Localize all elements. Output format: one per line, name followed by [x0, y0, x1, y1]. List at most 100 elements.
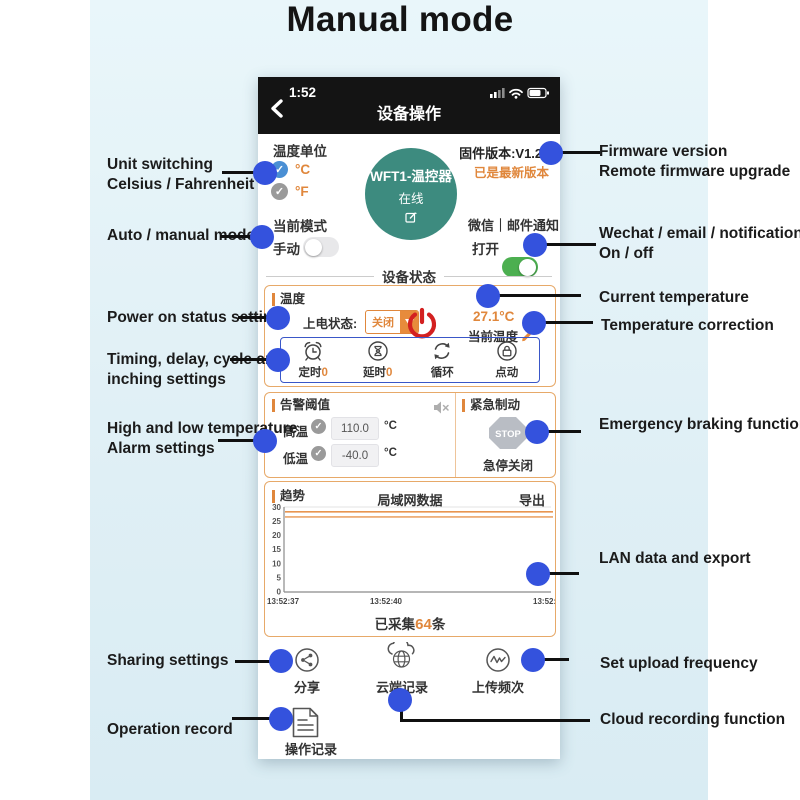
- connector-line: [551, 151, 600, 154]
- inching-label: 点动: [495, 367, 519, 379]
- back-button[interactable]: [270, 99, 283, 118]
- y-tick: 5: [277, 574, 282, 583]
- celsius-label: °C: [295, 162, 311, 177]
- operation-record-label: 操作记录: [284, 742, 337, 757]
- annotation-dot-record: [269, 707, 293, 731]
- cycle-button[interactable]: 循环: [410, 338, 475, 382]
- upload-frequency-button[interactable]: [486, 648, 510, 672]
- wifi-icon: [509, 88, 523, 99]
- current-mode-label: 当前模式: [273, 219, 327, 234]
- unit-section-label: 温度单位: [273, 144, 327, 159]
- low-temp-label: 低温: [283, 452, 309, 466]
- signal-bars-icon: [490, 88, 505, 98]
- timer-button[interactable]: 定时0: [281, 338, 346, 382]
- share-label: 分享: [293, 680, 320, 695]
- notify-value: 打开: [472, 242, 499, 257]
- inching-button[interactable]: 点动: [475, 338, 540, 382]
- wave-icon: [490, 655, 506, 664]
- annotation-current-temperature: Current temperature: [599, 289, 749, 306]
- annotation-dot-unit: [253, 161, 277, 185]
- trend-box: 趋势 局域网数据 导出 30 25 20 15 10 5 0 13:52:37 …: [264, 481, 556, 637]
- fahrenheit-radio[interactable]: ✓: [271, 183, 288, 200]
- export-button[interactable]: 导出: [518, 493, 545, 508]
- emergency-caption: 急停关闭: [482, 459, 533, 473]
- fahrenheit-label: °F: [295, 184, 309, 199]
- operation-record-button[interactable]: [292, 707, 319, 738]
- low-temp-input[interactable]: -40.0: [331, 444, 379, 467]
- x-tick: 13:52:37: [267, 597, 300, 606]
- connector-line: [534, 321, 593, 324]
- phone-screenshot: 1:52 设备操作 温度单位 ✓ °C ✓: [258, 77, 560, 759]
- low-temp-unit: °C: [384, 447, 397, 459]
- connector-line: [538, 572, 579, 575]
- x-tick: 13:52:4: [533, 597, 555, 606]
- cloud-record-button[interactable]: [385, 642, 419, 669]
- annotation-dot-temp-correction: [522, 311, 546, 335]
- power-state-value: 关闭: [372, 317, 394, 329]
- emergency-label: 紧急制动: [462, 399, 520, 412]
- high-temp-label: 高温: [283, 425, 309, 439]
- mute-icon[interactable]: [433, 400, 450, 415]
- delay-label: 延时: [363, 367, 387, 379]
- y-tick: 15: [272, 545, 281, 554]
- share-button[interactable]: [295, 648, 319, 672]
- annotation-sharing-settings: Sharing settings: [107, 652, 229, 669]
- back-chevron-icon: [271, 99, 283, 118]
- status-time: 1:52: [289, 85, 317, 100]
- cycle-arrows-icon: [434, 342, 450, 360]
- device-name: WFT1-温控器: [370, 169, 452, 184]
- collected-suffix: 条: [431, 617, 446, 632]
- annotation-dot-lan: [526, 562, 550, 586]
- connector-line: [533, 658, 569, 661]
- connector-line: [222, 171, 266, 174]
- timer-value: 0: [321, 367, 328, 379]
- alarm-clock-icon: [304, 341, 322, 361]
- annotation-dot-cloud: [388, 688, 412, 712]
- globe-icon: [392, 650, 411, 668]
- low-temp-check[interactable]: ✓: [311, 446, 326, 461]
- y-tick: 25: [272, 517, 281, 526]
- annotation-dot-upload: [521, 648, 545, 672]
- collected-count: 64: [415, 616, 432, 633]
- status-icons: [490, 87, 549, 99]
- trend-label: 趋势: [272, 490, 305, 503]
- power-button[interactable]: [404, 306, 440, 342]
- connector-line: [230, 358, 279, 361]
- device-state-label: 设备状态: [382, 270, 436, 285]
- device-online-status: 在线: [398, 192, 424, 206]
- alarm-box-divider: [455, 393, 456, 477]
- edit-icon[interactable]: [405, 211, 417, 223]
- annotation-lan-data: LAN data and export: [599, 550, 751, 567]
- document-icon: [292, 707, 319, 738]
- annotation-upload-frequency: Set upload frequency: [600, 655, 758, 672]
- toggle-knob: [519, 258, 536, 276]
- manual-mode-toggle[interactable]: [303, 237, 339, 257]
- annotation-cloud-recording: Cloud recording function: [600, 711, 786, 728]
- annotation-dot-current-temp: [476, 284, 500, 308]
- annotation-operation-record: Operation record: [107, 721, 233, 738]
- current-temperature-value: 27.1°C: [473, 309, 515, 324]
- lan-data-chart: 30 25 20 15 10 5 0 13:52:37 13:52:40 13:…: [267, 503, 555, 606]
- delay-button[interactable]: 延时0: [346, 338, 411, 382]
- device-status-circle[interactable]: WFT1-温控器 在线: [365, 148, 457, 240]
- high-temp-input[interactable]: 110.0: [331, 417, 379, 440]
- annotation-temperature-correction: Temperature correction: [601, 317, 774, 334]
- power-state-label: 上电状态:: [303, 317, 358, 331]
- cycle-label: 循环: [430, 367, 454, 379]
- connector-line: [238, 316, 279, 319]
- page-title: Manual mode: [286, 0, 514, 39]
- connector-line: [218, 439, 266, 442]
- delay-value: 0: [386, 367, 393, 379]
- device-state-divider: 设备状态: [266, 266, 552, 286]
- annotation-dot-emergency: [525, 420, 549, 444]
- emergency-stop-button[interactable]: STOP: [487, 415, 529, 451]
- connector-line: [400, 719, 590, 722]
- alarm-box: 告警阈值 高温 ✓ 110.0 °C 低温 ✓ -40.0 °C 紧急制动 ST…: [264, 392, 556, 478]
- high-temp-check[interactable]: ✓: [311, 419, 326, 434]
- lock-icon: [497, 341, 517, 361]
- notify-toggle[interactable]: [502, 257, 538, 277]
- nav-title: 设备操作: [376, 106, 441, 123]
- firmware-latest-status: 已是最新版本: [473, 166, 549, 180]
